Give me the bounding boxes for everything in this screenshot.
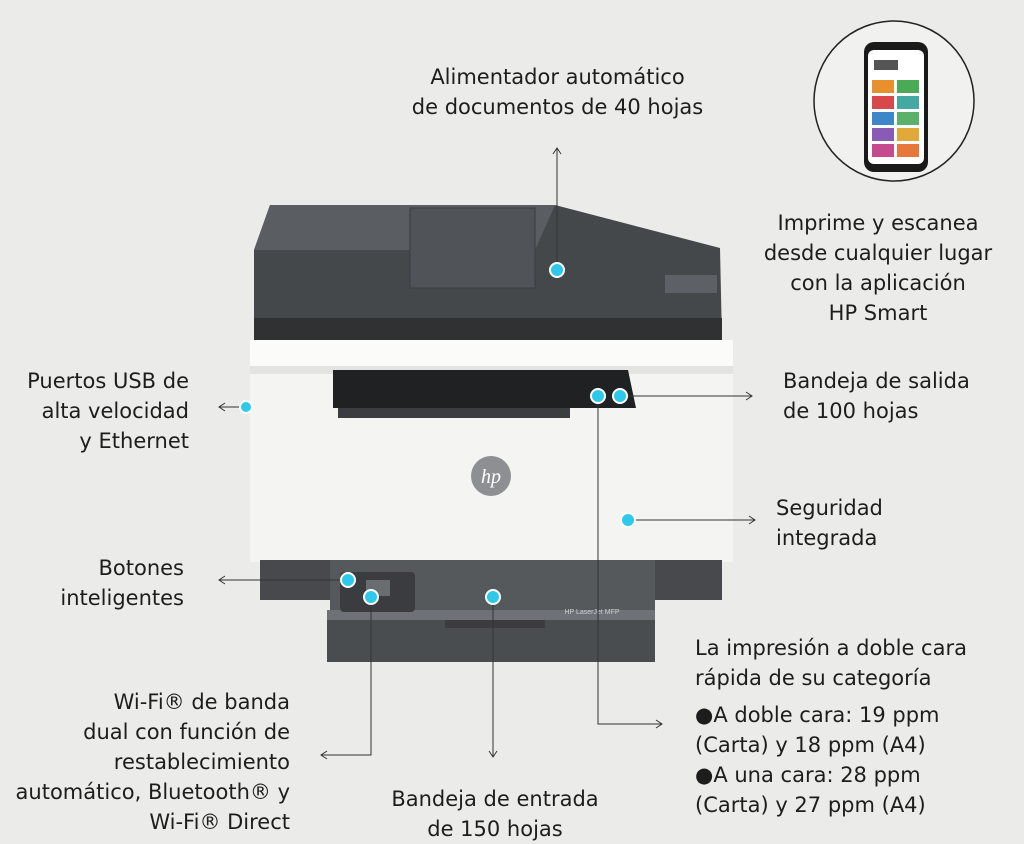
- duplex-bullet-one-sided: ●A una cara: 28 ppm (Carta) y 27 ppm (A4…: [695, 763, 926, 817]
- hp-logo-icon: hp: [471, 456, 511, 496]
- adf-callout: Alimentador automático de documentos de …: [411, 65, 704, 119]
- smart-buttons-callout: Botones inteligentes: [60, 556, 184, 610]
- usb-ethernet-callout: Puertos USB de alta velocidad y Ethernet: [27, 369, 189, 453]
- output-tray-callout: Bandeja de salida de 100 hojas: [783, 369, 970, 423]
- hp-smart-app-callout: Imprime y escanea desde cualquier lugar …: [763, 211, 993, 325]
- printer: hp HP LaserJet MFP: [250, 205, 733, 662]
- duplex-title: La impresión a doble cara rápida de su c…: [695, 636, 967, 690]
- svg-text:hp: hp: [481, 466, 501, 488]
- wireless-callout: Wi-Fi® de banda dual con función de rest…: [15, 690, 290, 834]
- input-tray-callout: Bandeja de entrada de 150 hojas: [391, 787, 599, 841]
- hp-smart-app-badge: [813, 20, 975, 182]
- model-label: HP LaserJet MFP: [564, 609, 619, 616]
- feature-dots: [239, 262, 636, 605]
- smartphone-app-icon: [864, 42, 928, 172]
- duplex-bullet-two-sided: ●A doble cara: 19 ppm (Carta) y 18 ppm (…: [695, 703, 940, 757]
- security-callout: Seguridad integrada: [776, 496, 883, 550]
